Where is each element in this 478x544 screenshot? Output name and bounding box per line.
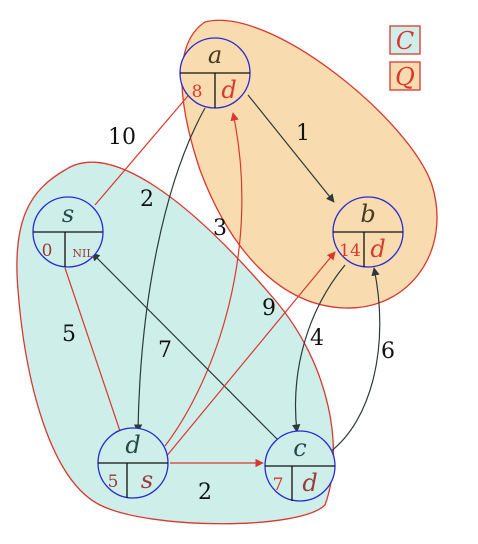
node-s: s 0 NIL — [32, 196, 104, 268]
node-b-pred: d — [370, 235, 385, 263]
node-d-name: d — [125, 431, 140, 459]
edge-weight-s-a: 10 — [108, 125, 136, 150]
node-c-name: c — [293, 434, 306, 462]
node-d-pred: s — [141, 466, 153, 494]
edge-weight-a-b: 1 — [296, 121, 310, 146]
node-c-dist: 7 — [273, 475, 284, 495]
legend-q-label: Q — [395, 63, 415, 91]
edge-weight-d-b: 9 — [262, 296, 276, 321]
node-d: d 5 s — [97, 427, 169, 499]
edge-b-c — [291, 264, 346, 433]
node-c: c 7 d — [264, 430, 336, 502]
node-a-dist: 8 — [192, 82, 203, 102]
edge-weight-a-d: 2 — [140, 187, 154, 212]
edge-a-b — [247, 94, 335, 203]
node-a-pred: d — [221, 76, 236, 104]
node-s-pred: NIL — [72, 247, 94, 260]
node-b: b 14 d — [332, 196, 404, 268]
node-s-dist: 0 — [42, 241, 53, 261]
edge-a-d — [133, 107, 206, 433]
edge-d-b — [164, 251, 336, 459]
legend: C Q — [389, 25, 421, 91]
legend-c-label: C — [396, 27, 414, 55]
node-a: a 8 d — [179, 37, 251, 109]
edge-weight-s-d: 5 — [62, 322, 76, 347]
edge-s-a — [94, 89, 194, 206]
edge-s-d — [64, 267, 124, 438]
node-a-name: a — [208, 41, 222, 69]
edge-c-s — [91, 252, 279, 441]
edge-weight-d-a: 3 — [213, 216, 227, 241]
node-s-name: s — [62, 200, 74, 228]
edge-weight-b-c: 4 — [310, 326, 324, 351]
node-b-dist: 14 — [339, 241, 361, 261]
edge-weight-c-s: 7 — [158, 338, 172, 363]
edge-d-a — [164, 112, 243, 447]
edge-c-b — [329, 267, 381, 453]
edge-weight-c-b: 6 — [381, 339, 395, 364]
node-d-dist: 5 — [108, 472, 119, 492]
edge-weight-d-c: 2 — [198, 480, 212, 505]
legend-c: C — [389, 25, 421, 55]
node-b-name: b — [360, 200, 375, 228]
node-c-pred: d — [302, 469, 317, 497]
legend-q: Q — [389, 61, 421, 91]
